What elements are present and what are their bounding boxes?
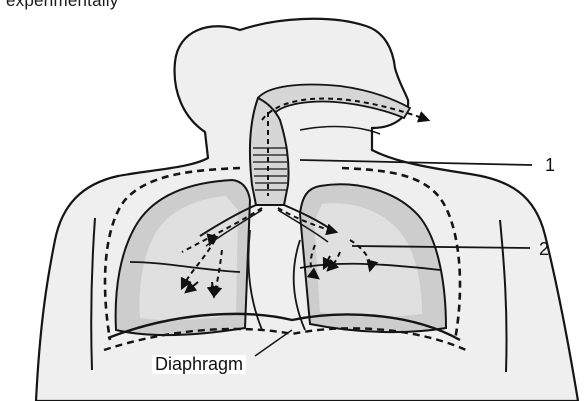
callout-label-1: 1 (545, 156, 555, 174)
header-partial-text: experimentally (6, 0, 118, 11)
callout-label-2: 2 (539, 240, 549, 258)
diaphragm-label: Diaphragm (152, 355, 246, 374)
